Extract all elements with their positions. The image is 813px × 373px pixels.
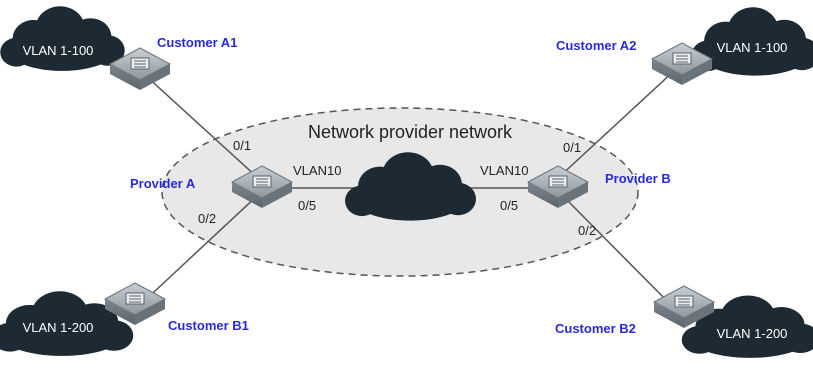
vlan-label-left: VLAN10 <box>293 163 341 178</box>
label-customer-b1: Customer B1 <box>168 318 249 333</box>
cloud-vlan-top-left <box>0 6 125 71</box>
link-customer-b2-provider-b <box>561 194 677 311</box>
port-provider-a-uplink: 0/1 <box>233 138 251 153</box>
cloud-label-top-left: VLAN 1-100 <box>23 43 94 58</box>
network-title: Network provider network <box>308 122 513 142</box>
label-provider-b: Provider B <box>605 171 671 186</box>
port-provider-a-downlink: 0/2 <box>198 211 216 226</box>
label-provider-a: Provider A <box>130 176 196 191</box>
label-customer-a2: Customer A2 <box>556 38 636 53</box>
link-customer-a2-provider-b <box>557 69 676 179</box>
cloud-label-top-right: VLAN 1-100 <box>717 40 788 55</box>
label-customer-a1: Customer A1 <box>157 35 237 50</box>
port-provider-a-core: 0/5 <box>298 198 316 213</box>
port-provider-b-uplink: 0/1 <box>563 140 581 155</box>
link-customer-a1-provider-a <box>144 74 259 179</box>
port-provider-b-core: 0/5 <box>500 198 518 213</box>
cloud-label-bottom-right: VLAN 1-200 <box>717 326 788 341</box>
cloud-label-bottom-left: VLAN 1-200 <box>23 320 94 335</box>
link-customer-b1-provider-a <box>139 194 259 306</box>
port-provider-b-downlink: 0/2 <box>578 223 596 238</box>
links <box>139 69 677 311</box>
label-customer-b2: Customer B2 <box>555 321 636 336</box>
vlan-label-right: VLAN10 <box>480 163 528 178</box>
